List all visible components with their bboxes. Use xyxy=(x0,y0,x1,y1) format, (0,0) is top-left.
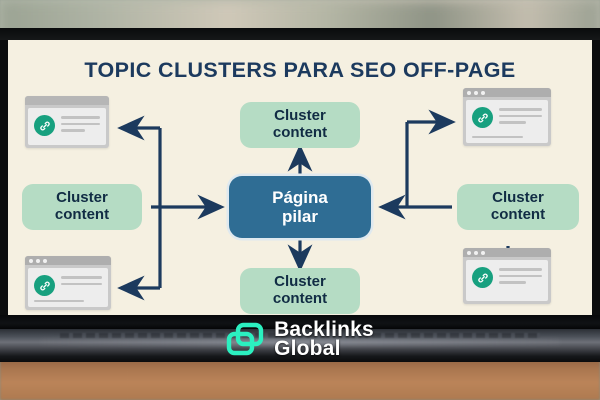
content-lines xyxy=(499,108,542,128)
window-dots xyxy=(29,258,47,263)
content-line xyxy=(499,108,542,111)
backlink-page-bottom-left[interactable] xyxy=(25,256,111,310)
cluster-top-label-1: Cluster xyxy=(274,107,326,125)
content-lines xyxy=(61,276,102,289)
content-line xyxy=(61,129,86,132)
window-body xyxy=(466,100,548,143)
cluster-right-label-1: Cluster xyxy=(492,189,544,207)
cluster-top-label-2: content xyxy=(272,124,328,141)
content-line xyxy=(472,135,523,138)
content-line xyxy=(61,122,100,125)
backlink-page-top-right[interactable] xyxy=(463,88,551,146)
laptop-screen: TOPIC CLUSTERS PARA SEO OFF-PAGE xyxy=(8,40,592,315)
laptop-hinge xyxy=(0,315,600,329)
cluster-node-bottom[interactable]: Cluster content xyxy=(240,268,360,314)
cluster-node-left[interactable]: Cluster content xyxy=(22,184,142,230)
cluster-left-label-2: content xyxy=(54,206,110,223)
backlink-page-top-left[interactable] xyxy=(25,96,109,148)
window-body xyxy=(28,108,106,145)
window-titlebar xyxy=(463,88,551,97)
content-line xyxy=(61,116,100,119)
page-title: TOPIC CLUSTERS PARA SEO OFF-PAGE xyxy=(84,58,516,82)
link-icon xyxy=(472,107,493,128)
window-dots xyxy=(467,90,485,95)
content-line xyxy=(499,281,526,284)
content-line xyxy=(499,268,542,271)
backlink-page-bottom-right[interactable] xyxy=(463,248,551,304)
content-line xyxy=(499,274,542,277)
laptop-bezel-top xyxy=(0,28,600,40)
window-titlebar xyxy=(463,248,551,257)
content-line xyxy=(499,121,526,124)
laptop-keyboard xyxy=(60,333,540,338)
link-icon xyxy=(34,115,55,136)
content-line xyxy=(61,282,102,285)
link-icon xyxy=(472,267,493,288)
content-line xyxy=(34,299,84,302)
cluster-bottom-label-2: content xyxy=(272,290,328,307)
pillar-label-2: pilar xyxy=(282,207,318,226)
window-titlebar xyxy=(25,96,109,105)
window-body xyxy=(466,260,548,301)
brand-logo: Backlinks Global xyxy=(0,315,600,362)
window-body xyxy=(28,268,108,307)
backlinks-global-logo-icon xyxy=(226,322,264,356)
desk-surface xyxy=(0,356,600,400)
window-titlebar xyxy=(25,256,111,265)
cluster-node-top[interactable]: Cluster content xyxy=(240,102,360,148)
content-lines xyxy=(499,268,542,288)
brand-name-line-1: Backlinks xyxy=(274,317,374,341)
link-icon xyxy=(34,275,55,296)
pillar-label-1: Página xyxy=(272,187,328,207)
brand-name-line-2: Global xyxy=(274,336,341,360)
content-line xyxy=(499,114,542,117)
cluster-left-label-1: Cluster xyxy=(56,189,108,207)
cluster-node-right[interactable]: Cluster content xyxy=(457,184,579,230)
cluster-bottom-label-1: Cluster xyxy=(274,273,326,291)
brand-logo-text: Backlinks Global xyxy=(274,317,374,360)
content-line xyxy=(61,276,102,279)
laptop-base-highlight xyxy=(40,338,560,346)
pillar-page-node[interactable]: Página pilar xyxy=(229,176,371,238)
window-dots xyxy=(467,250,485,255)
content-lines xyxy=(61,116,100,136)
cluster-right-label-2: content xyxy=(490,206,546,223)
